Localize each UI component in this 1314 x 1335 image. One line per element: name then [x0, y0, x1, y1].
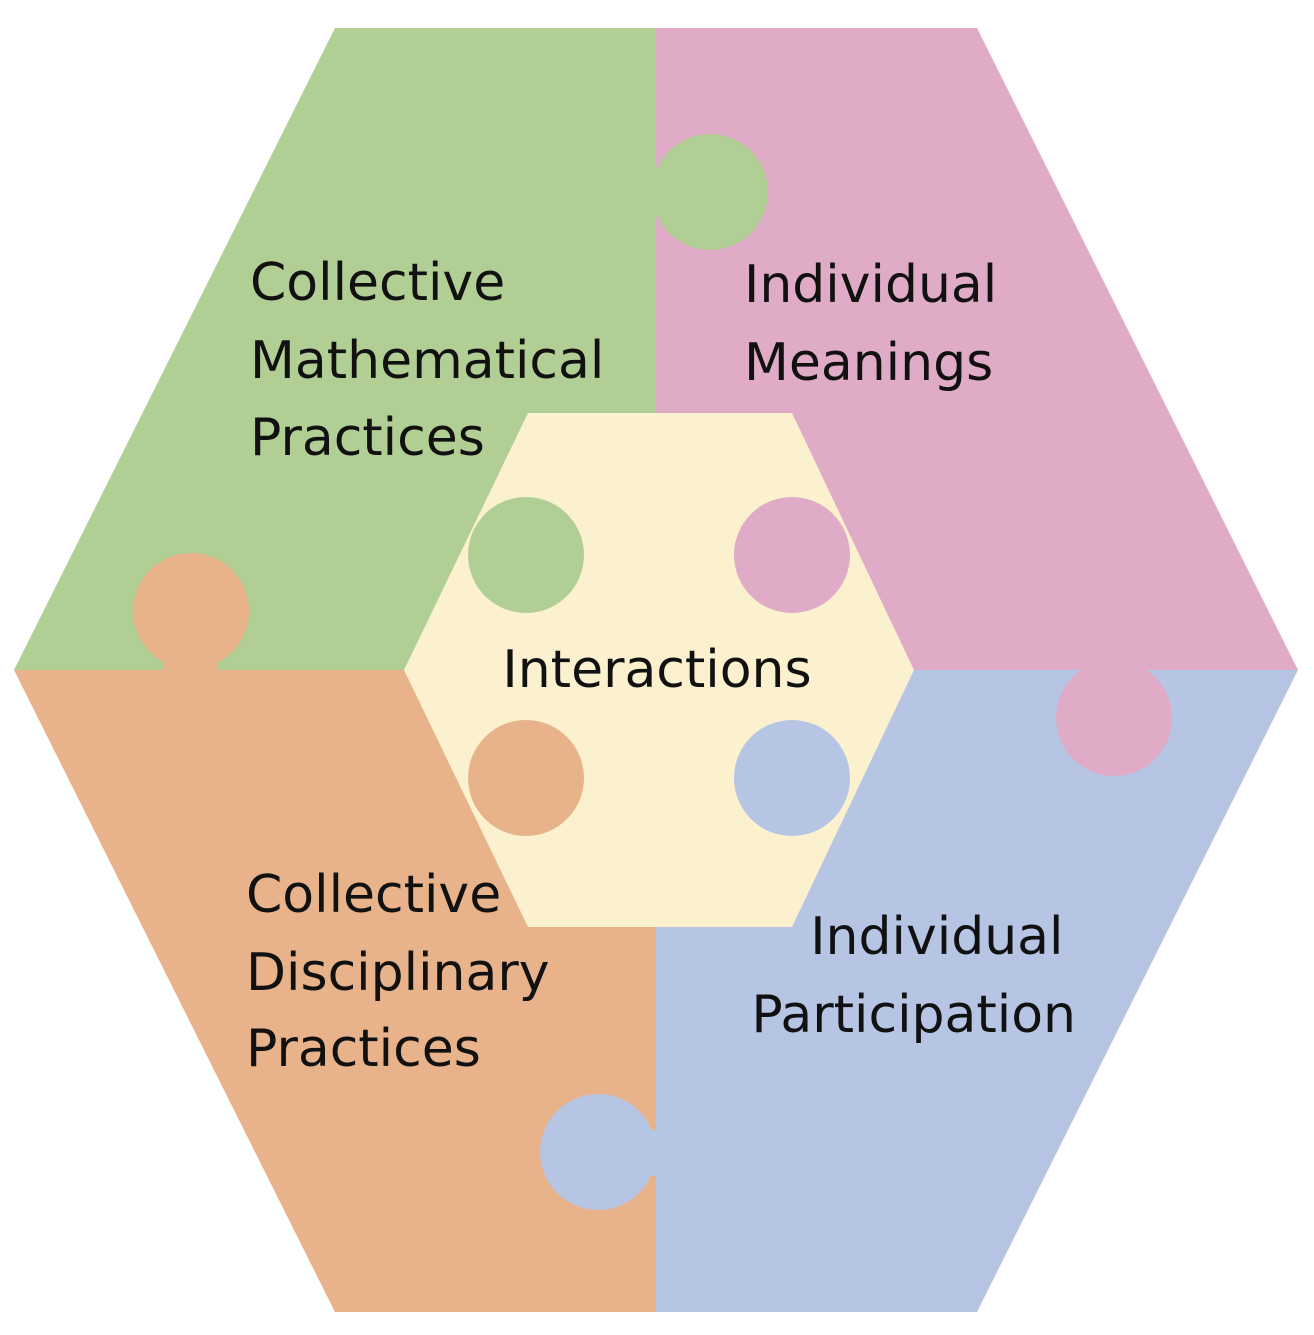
collective-mathematical-practices-label: Collective Mathematical Practices: [250, 253, 621, 468]
outer-tab-left: [133, 553, 249, 674]
individual-participation-label: Individual Participation: [751, 907, 1080, 1045]
center-tab-individual-participation: [734, 720, 850, 836]
label-line: Collective: [250, 253, 505, 313]
individual-meanings-label: Individual Meanings: [744, 255, 1014, 393]
label-line: Individual: [810, 907, 1063, 967]
label-line: Practices: [246, 1019, 481, 1079]
label-line: Practices: [250, 408, 485, 468]
collective-disciplinary-practices-label: Collective Disciplinary Practices: [246, 865, 566, 1079]
label-line: Individual: [744, 255, 997, 315]
center-tab-collective-disciplinary: [468, 720, 584, 836]
label-line: Disciplinary: [246, 943, 550, 1003]
center-tab-individual-meanings: [734, 497, 850, 613]
outer-tab-right: [1056, 660, 1172, 776]
label-line: Meanings: [744, 333, 993, 393]
interactions-label: Interactions: [502, 640, 811, 700]
center-tab-collective-mathematical: [468, 497, 584, 613]
label-line: Participation: [751, 985, 1076, 1045]
label-line: Collective: [246, 865, 501, 925]
outer-tab-top: [652, 134, 768, 250]
outer-tab-bottom: [540, 1094, 660, 1210]
label-line: Mathematical: [250, 331, 604, 391]
